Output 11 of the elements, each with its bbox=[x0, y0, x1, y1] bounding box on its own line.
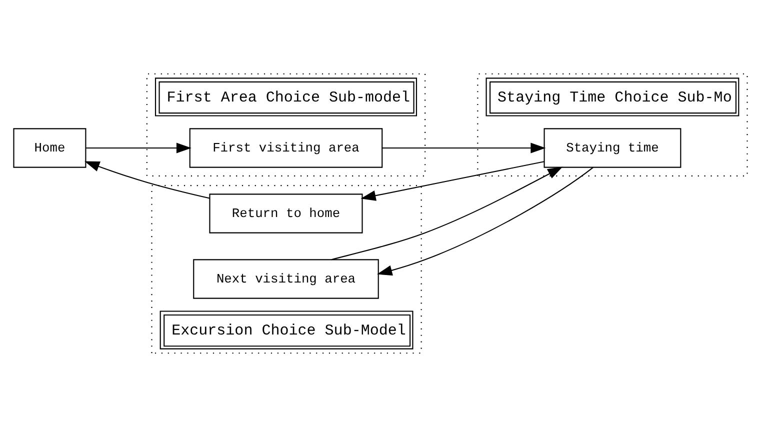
arrow bbox=[382, 142, 546, 153]
node-box: First visiting area bbox=[188, 128, 382, 168]
node-box: Return to home bbox=[208, 193, 362, 233]
arrow bbox=[376, 166, 593, 276]
arrow bbox=[85, 142, 191, 153]
arrow bbox=[360, 160, 544, 200]
node-box: Home bbox=[12, 128, 86, 168]
node-box: Next visiting area bbox=[192, 258, 378, 298]
arrow bbox=[84, 160, 210, 198]
node-box: Staying time bbox=[543, 128, 681, 168]
arrow bbox=[330, 166, 562, 260]
